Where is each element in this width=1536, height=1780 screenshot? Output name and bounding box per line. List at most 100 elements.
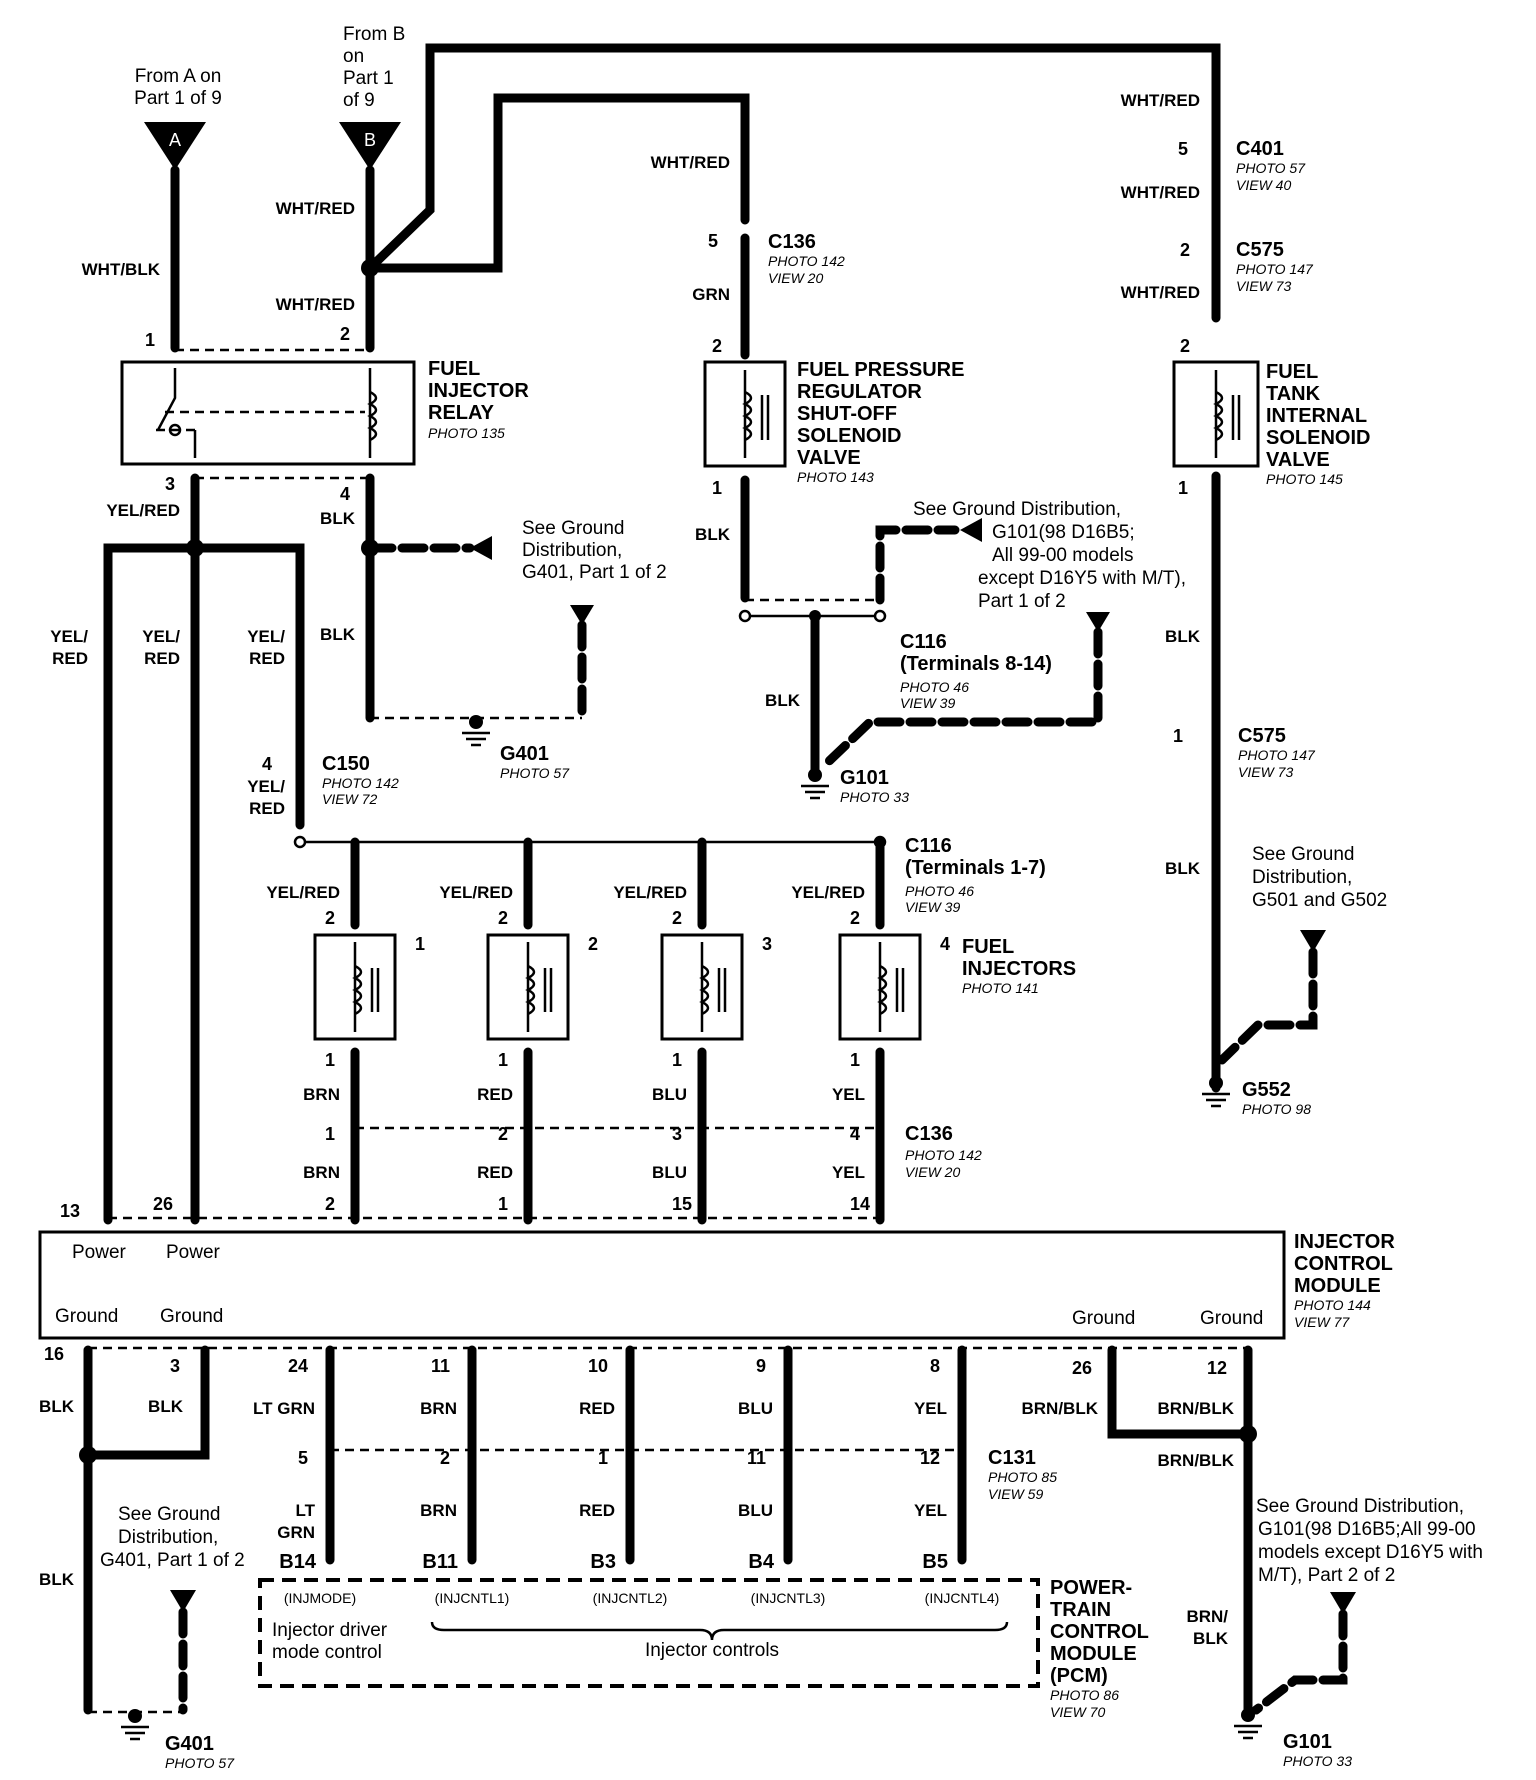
label-grn: GRN xyxy=(692,285,730,304)
label-wht-red-tank-2: WHT/RED xyxy=(1121,183,1200,202)
injector-number-3: 3 xyxy=(762,934,772,954)
c136-pin-1: 1 xyxy=(325,1124,335,1144)
c150-pin: 4 xyxy=(262,754,272,774)
g401-bottom-photo: PHOTO 57 xyxy=(165,1755,235,1771)
label-red-lower: RED xyxy=(579,1501,615,1520)
label-lt_grn-upper: LT GRN xyxy=(253,1399,315,1418)
relay-pin-3: 3 xyxy=(165,474,175,494)
pcm-terminal-4: B4 xyxy=(748,1551,774,1573)
tank-photo: PHOTO 145 xyxy=(1266,471,1343,487)
relay-name-3: RELAY xyxy=(428,402,495,424)
source-a-triangle xyxy=(144,122,206,170)
c131-pin-2: 2 xyxy=(440,1448,450,1468)
wire-wht-red-to-fpr xyxy=(365,93,750,273)
c116a-photo: PHOTO 46 xyxy=(900,679,969,695)
label-blk-g101: BLK xyxy=(765,691,801,710)
c575-upper-view: VIEW 73 xyxy=(1236,278,1291,294)
c116b-terminals: (Terminals 1-7) xyxy=(905,857,1046,879)
tank-pin-2a: 2 xyxy=(1180,240,1190,260)
source-b-triangle xyxy=(339,122,401,170)
note-g401-line2: Distribution, xyxy=(522,540,622,561)
c150-name: C150 xyxy=(322,753,370,775)
icm-pin-26b: 26 xyxy=(1072,1358,1092,1378)
note-g101-1-line1: See Ground Distribution, xyxy=(913,499,1121,520)
tank-name-2: TANK xyxy=(1266,383,1321,405)
label-brn-upper: BRN xyxy=(420,1399,457,1418)
note-g501-line1: See Ground xyxy=(1252,844,1354,865)
fuel-injectors: YEL/RED211BRN1BRN2(INJ1)YEL/RED221RED2RE… xyxy=(266,837,950,1259)
label-wht-red-tank-1: WHT/RED xyxy=(1121,91,1200,110)
label-yel-red-inj3: YEL/RED xyxy=(613,883,687,902)
label-yel-lower: YEL xyxy=(832,1163,865,1182)
inj2-pin-2: 2 xyxy=(498,908,508,928)
injector-coil-icon xyxy=(699,942,727,1032)
label-blk-relay-2: BLK xyxy=(320,625,356,644)
label-brn-lower: BRN xyxy=(303,1163,340,1182)
label-brn-upper: BRN xyxy=(303,1085,340,1104)
c116a-view: VIEW 39 xyxy=(900,695,955,711)
wire-yel-red-c150 xyxy=(190,543,305,830)
injectors-photo: PHOTO 141 xyxy=(962,980,1039,996)
label-lt-grn-lower-a: LT xyxy=(295,1501,315,1520)
note-g401-line1: See Ground xyxy=(522,518,624,539)
inj1-pin-1: 1 xyxy=(325,1050,335,1070)
c131-view: VIEW 59 xyxy=(988,1486,1043,1502)
source-a-letter: A xyxy=(169,130,181,150)
c131-pin-5: 12 xyxy=(920,1448,940,1468)
pcm-terminal-1: B14 xyxy=(279,1551,317,1573)
pcm-view: VIEW 70 xyxy=(1050,1704,1105,1720)
splice-b xyxy=(361,259,379,277)
pcm-mode-text-1: Injector driver xyxy=(272,1620,388,1641)
c131-name: C131 xyxy=(988,1447,1036,1469)
label-blu-lower: BLU xyxy=(738,1501,773,1520)
pcm-signal-5: (INJCNTL4) xyxy=(925,1590,1000,1606)
source-b-note-line1: From B xyxy=(343,24,405,45)
c136-upper-name: C136 xyxy=(768,231,816,253)
c136-lower-name: C136 xyxy=(905,1123,953,1145)
g401-photo: PHOTO 57 xyxy=(500,765,570,781)
label-yel-upper: YEL xyxy=(832,1085,865,1104)
fpr-pin-1: 1 xyxy=(712,478,722,498)
c150-photo: PHOTO 142 xyxy=(322,775,399,791)
relay-name-2: INJECTOR xyxy=(428,380,529,402)
tank-pin-2b: 2 xyxy=(1180,336,1190,356)
label-brn-lower: BRN xyxy=(420,1501,457,1520)
label-blk-fpr: BLK xyxy=(695,525,731,544)
note-g401b-line3: G401, Part 1 of 2 xyxy=(100,1550,245,1571)
fuel-injectors-label: FUEL INJECTORS PHOTO 141 C136 PHOTO 142 … xyxy=(905,936,1076,1180)
wire-wht-red-to-tank xyxy=(365,43,1221,323)
pcm-name-5: (PCM) xyxy=(1050,1665,1108,1687)
top-wires: WHT/BLK WHT/RED WHT/RED WHT/RED WHT/RED … xyxy=(82,43,1221,353)
injector-number-4: 4 xyxy=(940,934,950,954)
ground-ref-arrow xyxy=(470,536,492,560)
label-yel-lower: YEL xyxy=(914,1501,947,1520)
g552-ground-icon xyxy=(1202,1076,1230,1108)
pcm-terminal-5: B5 xyxy=(922,1551,948,1573)
source-a: From A on Part 1 of 9 A xyxy=(134,66,222,170)
fpr-name-2: REGULATOR xyxy=(797,381,922,403)
inj2-pin-1: 1 xyxy=(498,1050,508,1070)
icm-right-grounds: 26 12 BRN/BLK BRN/BLK BRN/BLK BRN/ BLK S… xyxy=(1022,1345,1483,1769)
c116b-photo: PHOTO 46 xyxy=(905,883,974,899)
icm-input-pin-2: 1 xyxy=(498,1194,508,1214)
label-blu-lower: BLU xyxy=(652,1163,687,1182)
label-yel-red-c150-b: RED xyxy=(249,649,285,668)
pcm-signal-3: (INJCNTL2) xyxy=(593,1590,668,1606)
label-brn-blk-split-a: BRN/ xyxy=(1186,1607,1228,1626)
label-red-upper: RED xyxy=(477,1085,513,1104)
icm-power-2: Power xyxy=(166,1242,221,1263)
c136-lower-photo: PHOTO 142 xyxy=(905,1147,982,1163)
icm-photo: PHOTO 144 xyxy=(1294,1297,1371,1313)
g401-bottom-name: G401 xyxy=(165,1733,214,1755)
fpr-solenoid: 5 C136 PHOTO 142 VIEW 20 GRN 2 FUEL PRES… xyxy=(692,231,1186,805)
c575-lower-name: C575 xyxy=(1238,725,1286,747)
c116b-name: C116 xyxy=(905,835,952,857)
fpr-photo: PHOTO 143 xyxy=(797,469,874,485)
injectors-name-2: INJECTORS xyxy=(962,958,1076,980)
injector-control-module: 13 26 Power Power Ground Ground Ground G… xyxy=(38,1194,1395,1340)
pcm: Injector driver mode control Injector co… xyxy=(258,1577,1149,1720)
injector-number-2: 2 xyxy=(588,934,598,954)
icm-power-1: Power xyxy=(72,1242,127,1263)
fpr-name-3: SHUT-OFF xyxy=(797,403,897,425)
